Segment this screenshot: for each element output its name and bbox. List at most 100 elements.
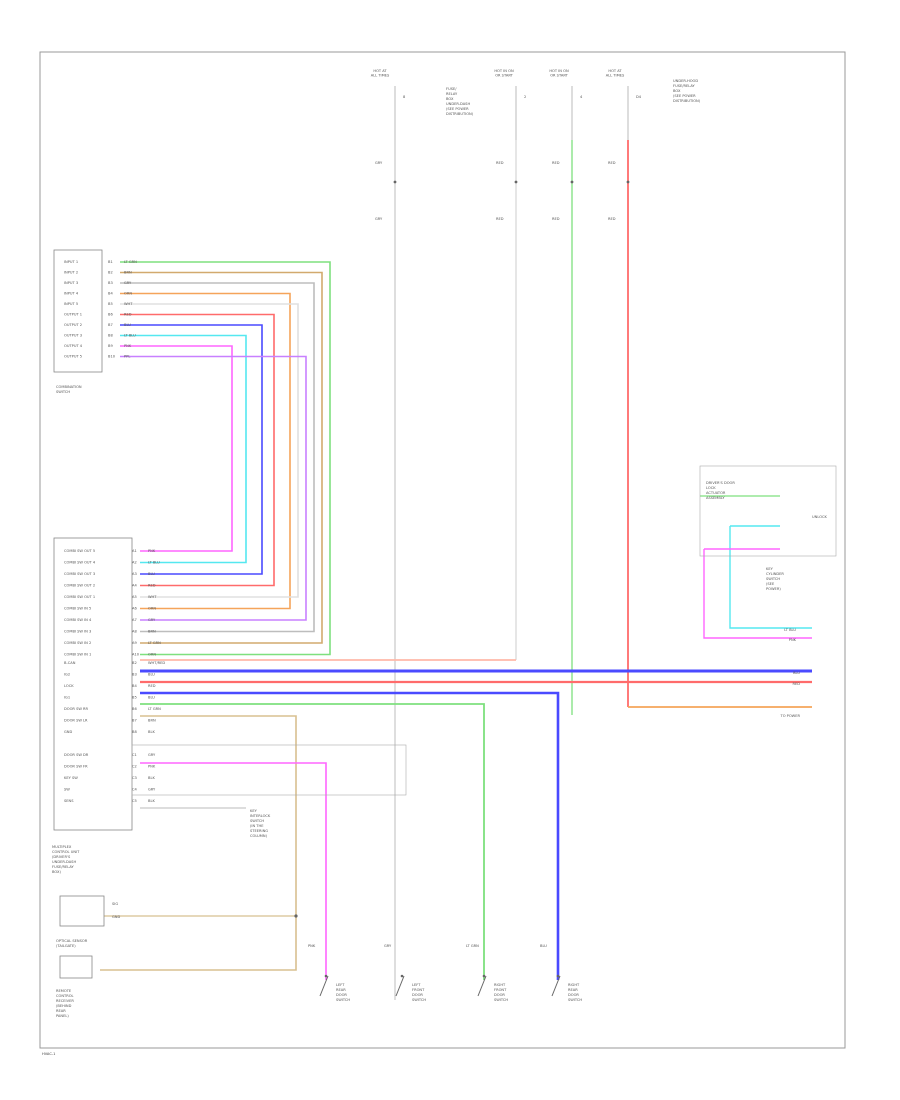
- supply-pin-3: D4: [636, 95, 642, 99]
- optical-sensor-pin-0: SIG: [112, 902, 118, 906]
- control-unit-title-0: MULTIPLEX: [52, 845, 72, 849]
- bottom-switch-blade-1: [395, 975, 405, 997]
- supply-label-2-0: HOT IN ON: [549, 69, 569, 73]
- supply-wire-color-a-3: RED: [608, 161, 616, 165]
- control-unit-pin-7: A8: [132, 630, 137, 634]
- footer-code: HVAC-1: [42, 1052, 55, 1056]
- combination-switch-pin-8: B9: [108, 344, 113, 348]
- control-unit-pin-13: B5: [132, 696, 137, 700]
- top-note-a-2: BOX: [446, 97, 454, 101]
- supply-connector-3: [626, 180, 630, 184]
- control-unit-pin-name-4: COMBI SW OUT 1: [64, 595, 95, 599]
- top-note-a-3: UNDER-DASH: [446, 102, 470, 106]
- supply-label-1-1: OR START: [495, 74, 513, 78]
- right-component-title-2: ACTUATOR: [706, 491, 726, 495]
- right-wire-2: [729, 526, 812, 629]
- control-unit-wire-color-15: BRN: [148, 719, 156, 723]
- combination-switch-pin-name-5: OUTPUT 1: [64, 313, 82, 317]
- right-pin-1: PNK: [789, 638, 797, 642]
- combination-switch-wire-color-3: ORN: [124, 292, 132, 296]
- bottom-switch-label-1-0: LEFT: [412, 983, 421, 987]
- combination-wire-8: [120, 345, 233, 552]
- bottom-switch-pivot-2: [482, 974, 486, 978]
- control-unit-pin-name-0: COMBI SW OUT 5: [64, 549, 95, 553]
- combination-switch-pin-5: B6: [108, 313, 113, 317]
- combination-switch-wire-color-8: PNK: [124, 344, 132, 348]
- control-unit-pin-17: C1: [132, 753, 137, 757]
- control-unit-wire-color-6: GRY: [148, 618, 156, 622]
- bus-end-2: RED: [792, 682, 800, 686]
- control-unit-pin-2: A3: [132, 572, 137, 576]
- supply-label-3-0: HOT AT: [608, 69, 622, 73]
- control-unit-pin-name-20: SW: [64, 788, 70, 792]
- control-unit-pin-name-16: GND: [64, 730, 72, 734]
- key-switch-note-2: SWITCH: [250, 819, 264, 823]
- supply-wire-color-a-1: RED: [496, 161, 504, 165]
- combination-switch-pin-0: B1: [108, 260, 113, 264]
- control-unit-pin-name-3: COMBI SW OUT 2: [64, 584, 95, 588]
- supply-wire-color-a-2: RED: [552, 161, 560, 165]
- bottom-switch-label-0-1: REAR: [336, 988, 346, 992]
- bottom-switch-label-1-2: DOOR: [412, 993, 423, 997]
- combination-switch-pin-name-7: OUTPUT 3: [64, 334, 82, 338]
- control-unit-wire-color-17: GRY: [148, 753, 156, 757]
- bottom-switch-label-2-0: RIGHT: [494, 983, 506, 987]
- control-unit-wire-color-11: BLU: [148, 673, 155, 677]
- control-unit-pin-name-14: DOOR SW RR: [64, 707, 89, 711]
- supply-pin-0: 8: [403, 95, 406, 99]
- right-component-sub-1: CYLINDER: [766, 572, 784, 576]
- top-note-a-0: FUSE/: [446, 87, 457, 91]
- bottom-switch-pivot-1: [400, 974, 404, 978]
- control-unit-pin-12: B4: [132, 684, 137, 688]
- control-unit-pin-name-15: DOOR SW LR: [64, 719, 88, 723]
- combination-switch-pin-6: B7: [108, 323, 113, 327]
- combination-switch-wire-color-5: RED: [124, 313, 132, 317]
- key-switch-note-0: KEY: [250, 809, 258, 813]
- combination-switch-title-1: SWITCH: [56, 390, 70, 394]
- remote-sensor-title-0: REMOTE: [56, 989, 72, 993]
- bottom-switch-label-0-3: SWITCH: [336, 998, 350, 1002]
- combination-switch-title-0: COMBINATION: [56, 385, 82, 389]
- combination-switch-pin-1: B2: [108, 271, 113, 275]
- combination-wire-9: [120, 355, 307, 621]
- remote-sensor-title-5: PANEL): [56, 1014, 69, 1018]
- control-unit-wire-color-2: BLU: [148, 572, 155, 576]
- combination-switch-wire-color-6: BLU: [124, 323, 131, 327]
- control-unit-wire-color-18: PNK: [148, 765, 156, 769]
- supply-wire-color-b-0: GRY: [375, 217, 383, 221]
- supply-connector-1: [514, 180, 518, 184]
- key-switch-note-4: STEERING: [250, 829, 268, 833]
- combination-switch-pin-3: B4: [108, 292, 113, 296]
- supply-connector-0: [393, 180, 397, 184]
- right-component-sub-4: POWER): [766, 587, 781, 591]
- supply-label-1-0: HOT IN ON: [494, 69, 514, 73]
- top-note-b-0: UNDER-HOOD: [673, 79, 698, 83]
- supply-pin-2: 4: [580, 95, 583, 99]
- bottom-switch-label-3-2: DOOR: [568, 993, 579, 997]
- supply-wire-color-b-3: RED: [608, 217, 616, 221]
- combination-switch-pin-7: B8: [108, 334, 113, 338]
- control-unit-box: [53, 537, 133, 831]
- control-unit-wire-color-4: WHT: [148, 595, 157, 599]
- control-unit-title-5: BOX): [52, 870, 61, 874]
- optical-junction: [294, 914, 298, 918]
- bottom-switch-blade-2: [477, 975, 487, 997]
- control-unit-pin-4: A5: [132, 595, 137, 599]
- combination-switch-wire-color-0: LT GRN: [124, 260, 137, 264]
- supply-label-0-1: ALL TIMES: [371, 74, 390, 78]
- combination-wire-0: [120, 261, 331, 656]
- control-unit-pin-18: C2: [132, 765, 137, 769]
- combination-switch-wire-color-7: LT BLU: [124, 334, 136, 338]
- bottom-switch-wire-0: PNK: [308, 944, 316, 948]
- diagram-frame: [39, 51, 846, 1049]
- combination-switch-box: [53, 249, 103, 373]
- control-unit-pin-20: C4: [132, 788, 138, 792]
- bottom-switch-label-3-1: REAR: [568, 988, 578, 992]
- bottom-switch-wire-1: GRY: [384, 944, 392, 948]
- control-unit-pin-16: B8: [132, 730, 137, 734]
- combination-switch-pin-2: B3: [108, 281, 113, 285]
- pink-wire: [140, 762, 327, 980]
- control-unit-pin-name-8: COMBI SW IN 2: [64, 641, 91, 645]
- top-note-b-2: BOX: [673, 89, 681, 93]
